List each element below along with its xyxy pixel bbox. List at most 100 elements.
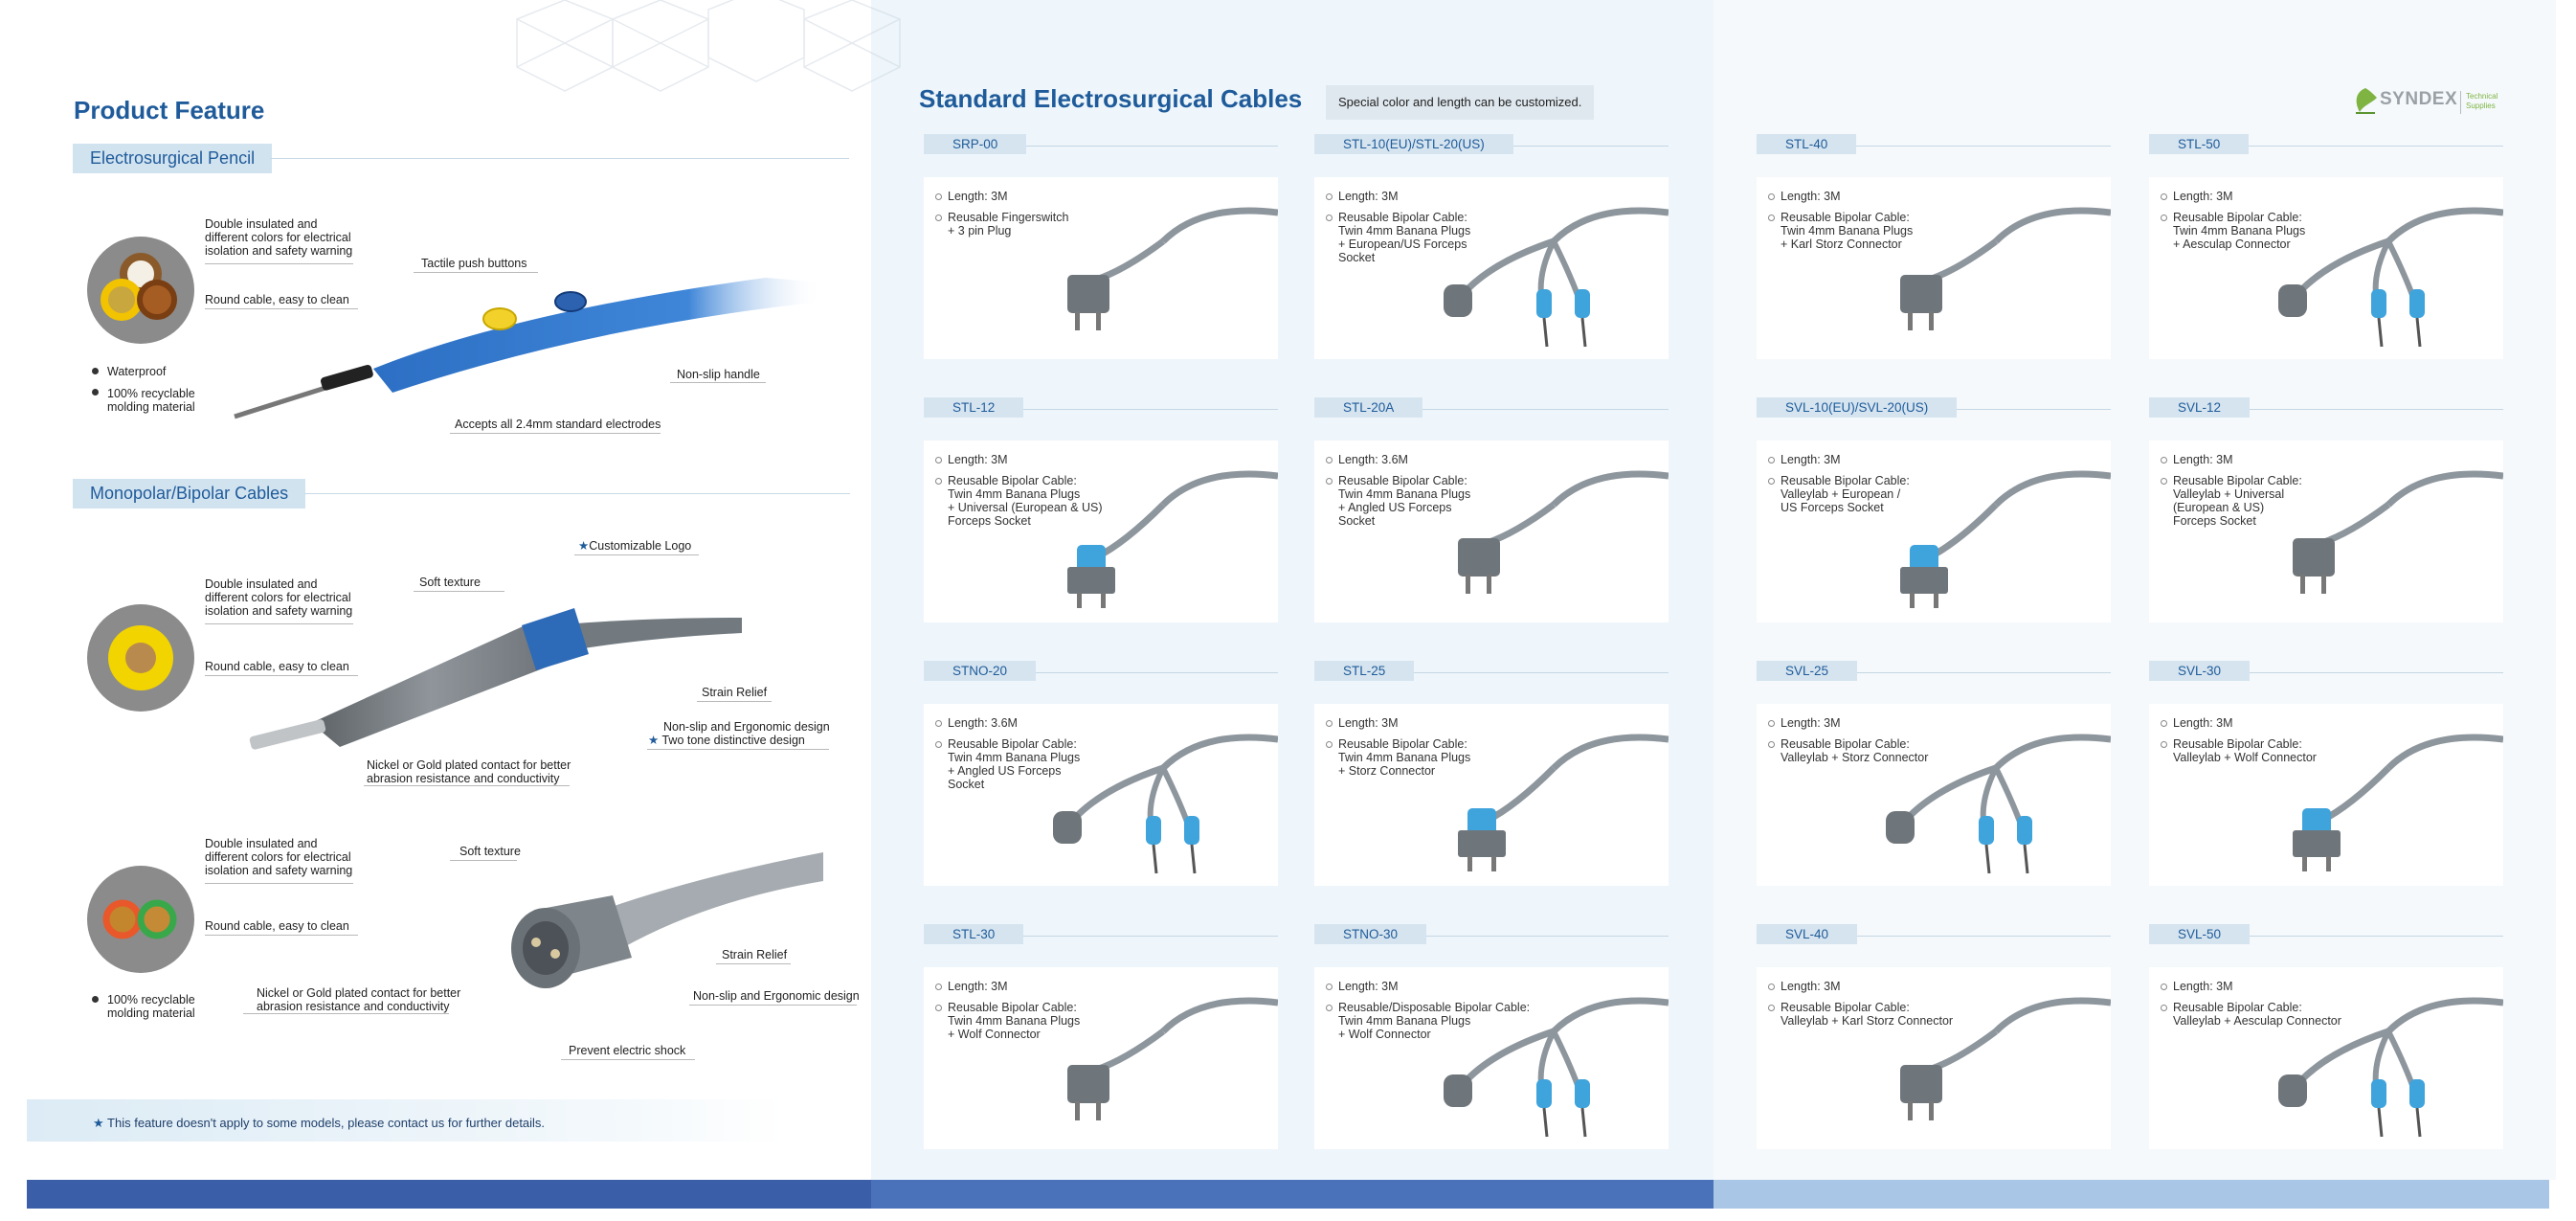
product-desc: Reusable Bipolar Cable: Twin 4mm Banana … <box>1768 211 1913 251</box>
product-length-text: Length: 3.6M <box>948 716 1018 730</box>
product-code: STL-50 <box>2178 137 2221 151</box>
product-image <box>1353 984 1669 1146</box>
cable1-cross-section-icon <box>87 604 194 712</box>
pencil-accepts-label: Accepts all 2.4mm standard electrodes <box>455 418 661 431</box>
product-desc: Reusable Bipolar Cable: Twin 4mm Banana … <box>1326 737 1470 778</box>
product-length-text: Length: 3M <box>2173 453 2233 466</box>
section-tag-pencil: Electrosurgical Pencil <box>73 144 273 173</box>
product-desc: Reusable Fingerswitch + 3 pin Plug <box>935 211 1068 237</box>
spec-bullet-icon <box>1326 457 1333 464</box>
cable2-shock-label: Prevent electric shock <box>569 1044 686 1057</box>
product-desc: Reusable Bipolar Cable: Twin 4mm Banana … <box>1326 474 1470 528</box>
product-code-tag: STNO-20 <box>924 661 1037 681</box>
callout-line <box>205 308 358 309</box>
product-length-text: Length: 3M <box>948 190 1008 203</box>
product-length: Length: 3M <box>1768 980 1841 993</box>
callout-line <box>205 675 358 676</box>
spec-bullet-icon <box>1326 193 1333 201</box>
product-code: SVL-40 <box>1785 927 1829 941</box>
star-icon: ★ <box>578 539 590 553</box>
product-code: STL-25 <box>1343 664 1386 678</box>
pencil-tactile-label: Tactile push buttons <box>421 257 527 270</box>
section-divider <box>270 158 849 159</box>
mesh-decoration <box>516 0 901 92</box>
product-desc-text: Reusable Bipolar Cable: Twin 4mm Banana … <box>1338 211 1471 264</box>
product-code-divider <box>1757 672 2111 673</box>
spec-bullet-icon <box>1326 1005 1333 1011</box>
spec-bullet-icon <box>2161 457 2167 464</box>
product-code-divider <box>1314 409 1669 410</box>
product-image <box>1795 720 2111 883</box>
spec-bullet-icon <box>935 984 942 991</box>
product-code-tag: SVL-25 <box>1757 661 1858 681</box>
product-desc-text: Reusable Bipolar Cable: Valleylab + Karl… <box>1781 1001 1954 1028</box>
spec-bullet-icon <box>2161 984 2167 991</box>
cable2-nickel-label: Nickel or Gold plated contact for better… <box>257 986 461 1013</box>
callout-line <box>647 749 829 750</box>
product-feature-title: Product Feature <box>74 96 265 124</box>
product-image <box>1795 193 2111 356</box>
cable2-strain-label: Strain Relief <box>722 948 788 961</box>
section-divider <box>304 493 850 494</box>
bullet-dot <box>92 368 99 374</box>
product-image <box>1353 193 1669 356</box>
product-code-divider <box>924 409 1278 410</box>
product-length-text: Length: 3M <box>1338 190 1399 203</box>
product-image <box>962 193 1278 356</box>
cable2-recyclable-label: 100% recyclable molding material <box>107 993 195 1020</box>
product-desc: Reusable/Disposable Bipolar Cable: Twin … <box>1326 1001 1530 1041</box>
cable1-soft-label: Soft texture <box>419 576 481 589</box>
spec-bullet-icon <box>1768 215 1775 221</box>
product-length-text: Length: 3M <box>2173 980 2233 993</box>
product-desc: Reusable Bipolar Cable: Twin 4mm Banana … <box>935 737 1080 791</box>
spec-bullet-icon <box>2161 1005 2167 1011</box>
product-length: Length: 3M <box>935 980 1008 993</box>
spec-bullet-icon <box>2161 215 2167 221</box>
bullet-dot <box>92 389 99 396</box>
product-desc-text: Reusable/Disposable Bipolar Cable: Twin … <box>1338 1001 1531 1041</box>
product-desc: Reusable Bipolar Cable: Twin 4mm Banana … <box>935 474 1103 528</box>
product-code-divider <box>2149 672 2503 673</box>
spec-bullet-icon <box>1768 741 1775 748</box>
product-length-text: Length: 3M <box>1338 716 1399 730</box>
product-image <box>1353 457 1669 620</box>
cable1-nickel-label: Nickel or Gold plated contact for better… <box>367 758 571 785</box>
product-length-text: Length: 3.6M <box>1338 453 1408 466</box>
product-desc: Reusable Bipolar Cable: Valleylab + Aesc… <box>2161 1001 2341 1028</box>
product-code-tag: STL-10(EU)/STL-20(US) <box>1314 134 1513 154</box>
star-icon: ★ <box>93 1116 104 1130</box>
product-image <box>1353 720 1669 883</box>
product-code-tag: STL-20A <box>1314 397 1423 418</box>
product-code-tag: STNO-30 <box>1314 924 1427 944</box>
product-code-divider <box>1314 672 1669 673</box>
product-code: STL-40 <box>1785 137 1828 151</box>
product-length: Length: 3M <box>2161 716 2233 730</box>
product-length: Length: 3M <box>935 190 1008 203</box>
product-length: Length: 3M <box>1768 190 1841 203</box>
pencil-waterproof-label: Waterproof <box>107 365 167 378</box>
cable1-strain-label: Strain Relief <box>702 686 768 699</box>
bullet-dot <box>92 996 99 1003</box>
pencil-cross-section-icon <box>87 237 194 344</box>
product-code-tag: STL-40 <box>1757 134 1857 154</box>
product-length-text: Length: 3M <box>1781 190 1841 203</box>
standard-cables-title: Standard Electrosurgical Cables <box>919 84 1303 113</box>
spec-bullet-icon <box>2161 741 2167 748</box>
electrosurgical-pencil-image <box>234 278 823 419</box>
product-code-divider <box>2149 936 2503 937</box>
cable1-ergonomic-label: Non-slip and Ergonomic design <box>663 720 830 734</box>
spec-bullet-icon <box>935 720 942 728</box>
pencil-non-slip-label: Non-slip handle <box>677 368 760 381</box>
product-desc-text: Reusable Bipolar Cable: Twin 4mm Banana … <box>948 474 1103 528</box>
callout-line <box>205 623 353 624</box>
product-desc-text: Reusable Bipolar Cable: Twin 4mm Banana … <box>1338 737 1471 778</box>
product-length-text: Length: 3M <box>2173 716 2233 730</box>
pencil-double-insulated-label: Double insulated and different colors fo… <box>205 217 353 258</box>
pencil-recyclable-label: 100% recyclable molding material <box>107 387 195 414</box>
callout-line <box>689 1005 857 1006</box>
spec-bullet-icon <box>1768 478 1775 485</box>
product-code: STL-10(EU)/STL-20(US) <box>1343 137 1485 151</box>
product-code-tag: SVL-40 <box>1757 924 1858 944</box>
cable1-logo-text: Customizable Logo <box>589 539 692 553</box>
product-code: SRP-00 <box>952 137 998 151</box>
